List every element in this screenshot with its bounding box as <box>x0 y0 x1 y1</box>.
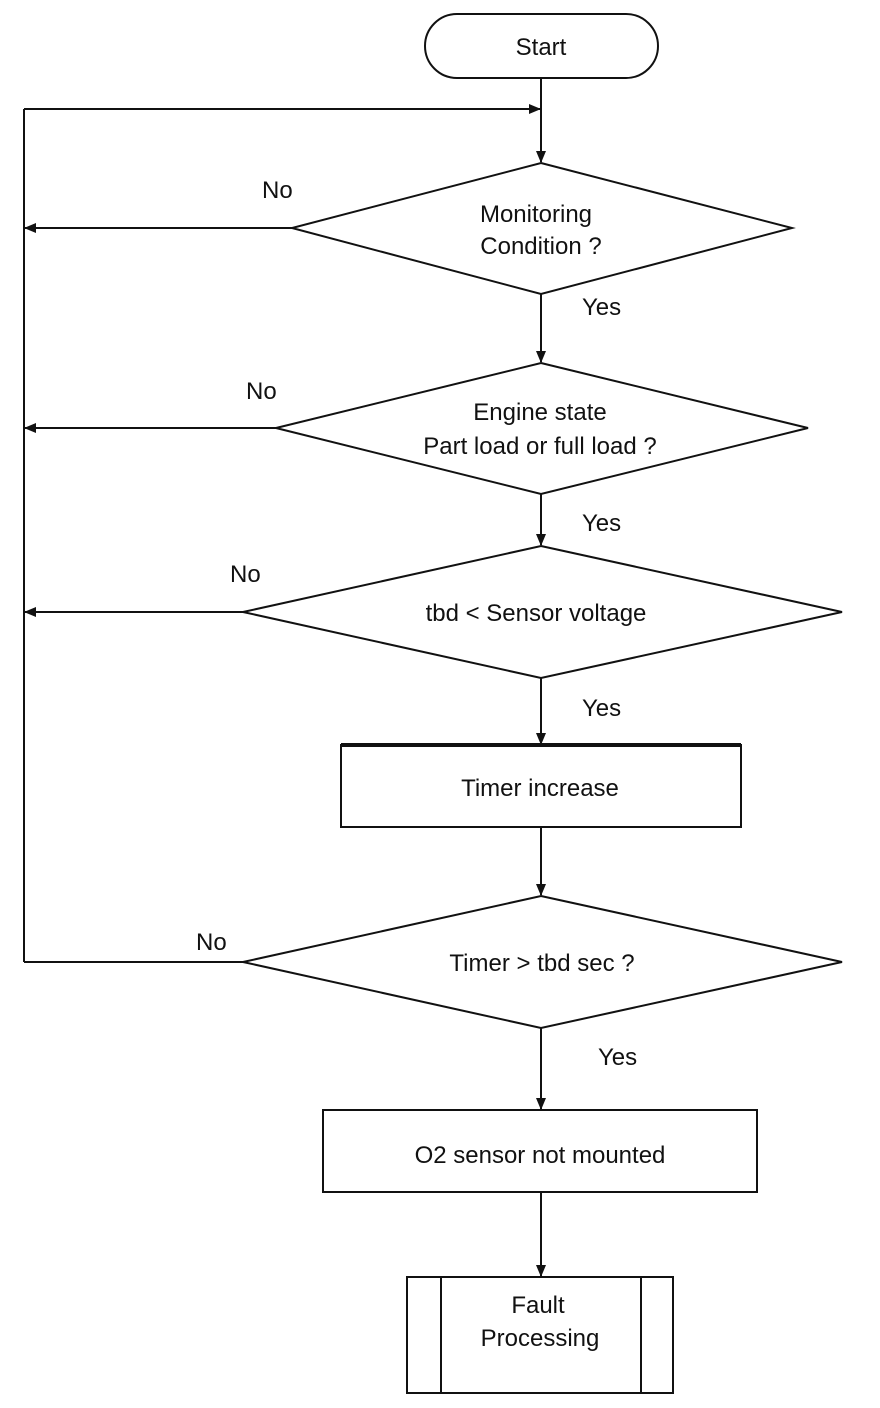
subprocess-fault-processing: Fault Processing <box>406 1276 674 1394</box>
decision-sensor-voltage: tbd < Sensor voltage <box>242 544 843 680</box>
label-yes-voltage: Yes <box>582 695 621 722</box>
decision-engine-line1: Engine state <box>473 399 606 426</box>
process-timer-increase-label: Timer increase <box>461 775 619 802</box>
start-node: Start <box>424 13 659 79</box>
decision-monitoring-condition: Monitoring Condition ? <box>288 161 796 296</box>
process-o2-label: O2 sensor not mounted <box>415 1142 666 1169</box>
decision-monitoring-line2: Condition ? <box>480 233 601 260</box>
label-no-monitoring: No <box>262 177 293 204</box>
decision-timer-check-line1: Timer > tbd sec ? <box>449 950 634 977</box>
label-yes-engine-state: Yes <box>582 510 621 537</box>
process-timer-increase: Timer increase <box>340 743 742 828</box>
process-o2-sensor-not-mounted: O2 sensor not mounted <box>322 1109 758 1193</box>
decision-monitoring-line1: Monitoring <box>480 201 592 228</box>
label-yes-timer-check: Yes <box>598 1044 637 1071</box>
label-no-timer-check: No <box>196 929 227 956</box>
start-label: Start <box>516 34 567 61</box>
decision-timer-check: Timer > tbd sec ? <box>242 894 843 1030</box>
subprocess-fault-line1: Fault <box>511 1292 565 1319</box>
label-no-voltage: No <box>230 561 261 588</box>
decision-voltage-line1: tbd < Sensor voltage <box>426 600 647 627</box>
label-yes-monitoring: Yes <box>582 294 621 321</box>
decision-engine-line2: Part load or full load ? <box>423 433 656 460</box>
subprocess-fault-line2: Processing <box>481 1325 600 1352</box>
label-no-engine-state: No <box>246 378 277 405</box>
decision-engine-state: Engine state Part load or full load ? <box>275 361 809 496</box>
